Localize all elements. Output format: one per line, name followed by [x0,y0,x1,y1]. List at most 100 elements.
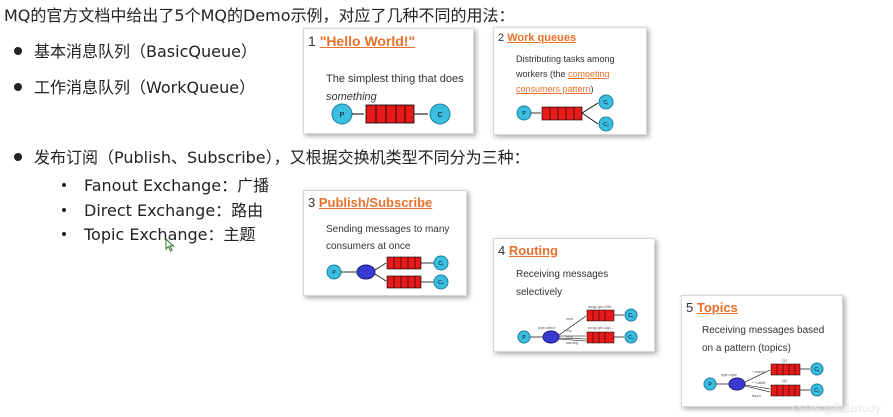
queue-name-label: amqp.gen-Ag1... [588,326,614,330]
card-number: 5 [686,300,694,315]
hello-diagram: P C [331,103,451,125]
work-queues-link[interactable]: Work queues [507,32,577,44]
card-hello-world[interactable]: 1 "Hello World!" The simplest thing that… [303,28,474,134]
exchange-node [356,264,376,280]
topics-link[interactable]: Topics [696,300,738,315]
bullet-dot [14,46,22,55]
producer-label: P [522,335,526,341]
card-heading: 5 Topics [686,300,738,315]
bullet-basic-queue: 基本消息队列（BasicQueue） [14,38,257,62]
binding-key-label: lazy.# [752,394,761,398]
exchange-type-label: type=direct [538,326,555,330]
arrow [558,337,587,340]
desc-line: Distributing tasks among [516,54,615,64]
consumer-node [429,103,451,125]
desc-line: The simplest thing that does [326,73,464,85]
binding-key-label: error [566,335,574,339]
binding-key-label: info [566,329,572,333]
sub-bullet-dot [62,207,66,212]
desc-text: ) [590,84,594,94]
card-description: Receiving messages selectively [516,266,608,302]
consumer-label: C₂ [628,335,634,341]
desc-line: Sending messages to many [326,224,450,235]
desc-line-italic: something [326,91,377,103]
card-heading: 3 Publish/Subscribe [308,195,432,210]
card-description: Receiving messages based on a pattern (t… [702,322,824,358]
consumer-label: C₁ [814,367,820,373]
bullet-work-queue: 工作消息队列（WorkQueue） [14,74,255,98]
publish-subscribe-link[interactable]: Publish/Subscribe [318,195,433,210]
card-publish-subscribe[interactable]: 3 Publish/Subscribe Sending messages to … [303,190,467,296]
card-number: 4 [498,243,506,258]
desc-line: on a pattern (topics) [702,343,791,354]
card-number: 1 [308,33,316,49]
desc-text: workers (the [516,69,569,79]
consumer-label: C₂ [814,388,820,394]
exchange-node [728,377,746,391]
consumer-label: C₁ [438,261,444,267]
card-heading: 1 "Hello World!" [308,33,415,49]
exchange-type-label: type=topic [721,373,737,377]
bullet-dot [14,82,22,91]
work-diagram: P C₁ C₂ [516,94,614,132]
card-description: Sending messages to many consumers at on… [326,221,449,255]
desc-line: workers (the competing [516,67,641,82]
mouse-cursor-icon [165,238,175,252]
exchange-item-fanout: Fanout Exchange：广播 [62,172,269,196]
card-routing[interactable]: 4 Routing Receiving messages selectively… [493,238,655,352]
routing-diagram: P type=direct error info error warning a… [517,305,638,345]
queue-block [770,363,801,376]
exchange-item-direct: Direct Exchange：路由 [62,197,263,221]
exchange-direct-label: Direct Exchange：路由 [84,201,264,220]
consumer-node [598,116,614,132]
arrow [558,315,587,336]
queue-block [586,331,615,344]
arrow [581,102,599,114]
sub-bullet-dot [62,182,66,187]
sub-bullet-dot [62,231,66,236]
producer-label: P [522,111,526,117]
consumer-label: C₁ [603,100,609,106]
queue-block [386,256,422,270]
consumer-label: C [437,112,442,119]
routing-link[interactable]: Routing [508,243,558,258]
desc-line: selectively [516,287,563,298]
card-topics[interactable]: 5 Topics Receiving messages based on a p… [681,295,843,407]
exchange-fanout-label: Fanout Exchange：广播 [84,176,270,195]
consumer-node [810,383,824,397]
consumer-label: C₂ [438,280,444,286]
card-description: Distributing tasks among workers (the co… [516,52,641,97]
exchange-item-topic: Topic Exchange：主题 [62,221,256,245]
card-number: 3 [308,195,316,210]
queue-block [386,275,422,289]
bullet-work-label: 工作消息队列（WorkQueue） [34,78,256,97]
binding-key-label: *.orange.* [752,370,768,374]
competing-link[interactable]: competing [568,69,610,79]
binding-key-label: warning [566,341,578,345]
binding-key-label: error [566,317,574,321]
consumer-node [624,308,638,322]
watermark: CSDN @刷山study [791,404,881,415]
desc-line: consumers at once [326,241,411,252]
consumer-node [810,362,824,376]
consumers-pattern-link[interactable]: consumers pattern [516,84,591,94]
desc-line: consumers pattern) [516,82,641,97]
exchange-topic-label: Topic Exchange：主题 [84,225,256,244]
card-heading: 2 Work queues [498,32,576,44]
card-work-queues[interactable]: 2 Work queues Distributing tasks among w… [493,27,647,135]
arrow [374,262,387,271]
queue-block [541,106,583,121]
hello-world-link[interactable]: "Hello World!" [319,33,416,49]
bullet-pubsub: 发布订阅（Publish、Subscribe），又根据交换机类型不同分为三种： [14,144,530,168]
consumer-label: C₂ [603,122,609,128]
binding-key-label: *.*.rabbit [752,381,765,385]
producer-label: P [340,112,345,119]
exchange-node [542,330,560,344]
arrow [581,112,599,125]
consumer-node [598,94,614,110]
queue-block [770,384,801,397]
card-heading: 4 Routing [498,243,558,258]
consumer-node [433,255,449,271]
intro-text: MQ的官方文档中给出了5个MQ的Demo示例，对应了几种不同的用法： [4,6,515,25]
queue-name-label: amqp.gen-S9b... [588,305,614,309]
